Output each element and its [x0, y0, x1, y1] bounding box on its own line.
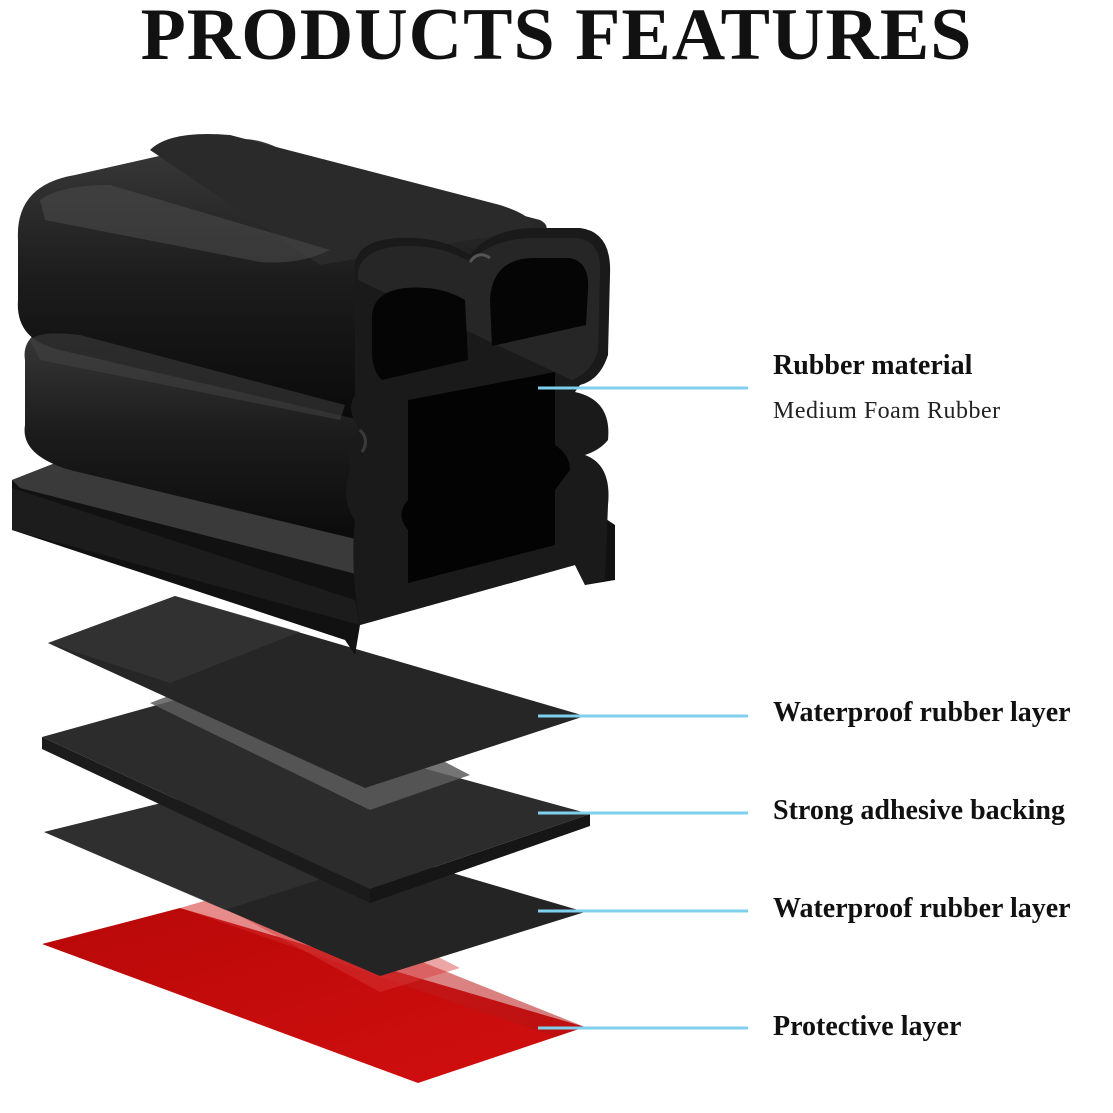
- sublabel-medium-foam-rubber: Medium Foam Rubber: [773, 398, 1001, 424]
- rubber-seal-strip: [12, 134, 615, 655]
- label-protective-layer: Protective layer: [773, 1011, 962, 1042]
- leader-lines: [538, 386, 748, 1030]
- waterproof-rubber-layer-top-sheet: [48, 596, 585, 788]
- label-waterproof-rubber-layer-bottom: Waterproof rubber layer: [773, 893, 1071, 924]
- label-strong-adhesive-backing: Strong adhesive backing: [773, 795, 1065, 826]
- label-waterproof-rubber-layer-top: Waterproof rubber layer: [773, 697, 1071, 728]
- page-title: PRODUCTS FEATURES: [140, 0, 973, 76]
- waterproof-rubber-layer-bottom-sheet: [44, 796, 585, 976]
- label-rubber-material: Rubber material: [773, 350, 973, 381]
